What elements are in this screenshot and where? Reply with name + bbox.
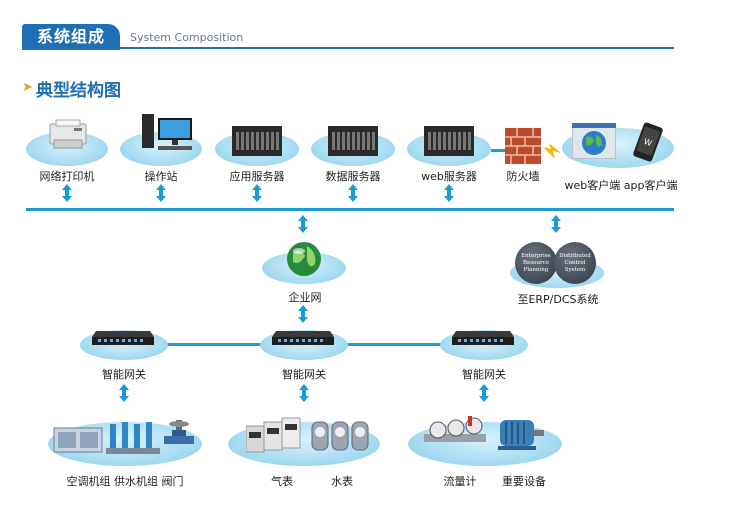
data-server-label: 数据服务器	[325, 170, 381, 183]
header-title: 系统组成	[22, 24, 120, 50]
water-meter-label: 水表	[331, 475, 353, 488]
double-arrow-icon	[62, 184, 72, 202]
main-bus-line	[26, 208, 674, 211]
gateway-switch-icon	[272, 331, 334, 345]
erp-bubble-text: Enterprise Resource Planning	[521, 253, 551, 273]
pump-unit-icon	[106, 418, 162, 456]
double-arrow-icon	[299, 384, 309, 402]
section-arrow-icon: ➤	[22, 80, 33, 95]
erp-bubble	[515, 242, 557, 284]
client-label: web客户端 app客户端	[564, 179, 678, 192]
gas-meter-label: 气表	[271, 475, 293, 488]
gateway-label: 智能网关	[102, 368, 146, 381]
dcs-bubble-text: Distributed Control System	[559, 253, 591, 273]
double-arrow-icon	[119, 384, 129, 402]
section-title: 典型结构图	[36, 81, 121, 101]
printer-icon	[46, 118, 90, 152]
app-server-label: 应用服务器	[229, 170, 285, 183]
flowmeter-icon	[424, 416, 486, 456]
header-rule	[22, 47, 674, 49]
flowmeter-label: 流量计	[443, 475, 477, 488]
double-arrow-icon	[156, 184, 166, 202]
phone-icon: W	[630, 122, 666, 162]
hvac-unit-icon	[52, 424, 104, 454]
lightning-icon	[543, 143, 561, 159]
server-icon	[328, 124, 378, 158]
motor-icon	[496, 412, 546, 452]
gateway-switch-icon	[92, 331, 154, 345]
gateway-label: 智能网关	[282, 368, 326, 381]
globe-icon	[285, 240, 323, 278]
globe-icon	[572, 123, 616, 159]
enterprise-label: 企业网	[288, 291, 322, 304]
gas-meter-icon	[246, 416, 302, 456]
web-server-label: web服务器	[421, 170, 477, 183]
gateway-switch-icon	[452, 331, 514, 345]
double-arrow-icon	[348, 184, 358, 202]
workstation-label: 操作站	[144, 170, 178, 183]
double-arrow-icon	[444, 184, 454, 202]
server-icon	[232, 124, 282, 158]
dcs-bubble	[554, 242, 596, 284]
gateway-label: 智能网关	[462, 368, 506, 381]
valve-icon	[164, 420, 194, 454]
workstation-icon	[140, 112, 196, 154]
double-arrow-icon	[479, 384, 489, 402]
erp-label: 至ERP/DCS系统	[517, 293, 599, 306]
firewall-link	[491, 149, 505, 152]
double-arrow-icon	[298, 215, 308, 233]
double-arrow-icon	[298, 305, 308, 323]
firewall-icon	[505, 128, 541, 164]
double-arrow-icon	[551, 215, 561, 233]
printer-label: 网络打印机	[39, 170, 95, 183]
server-icon	[424, 124, 474, 158]
header-subtitle: System Composition	[130, 31, 244, 44]
key-equipment-label: 重要设备	[502, 475, 546, 488]
hvac-devices-label: 空调机组 供水机组 阀门	[66, 475, 184, 488]
svg-text:W: W	[643, 137, 654, 148]
double-arrow-icon	[252, 184, 262, 202]
firewall-label: 防火墙	[506, 170, 540, 183]
water-meter-icon	[310, 418, 370, 454]
